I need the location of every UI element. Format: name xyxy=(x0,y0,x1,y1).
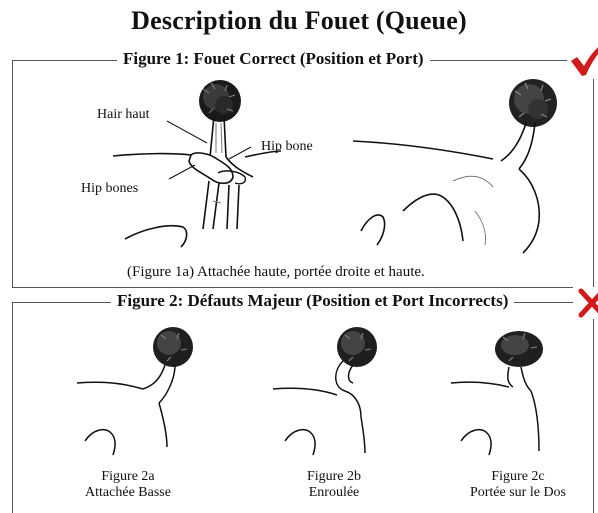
figure-2a-caption: Figure 2a Attachée Basse xyxy=(53,469,203,501)
figure-2b-id: Figure 2b xyxy=(259,469,409,485)
figure-1-caption: (Figure 1a) Attachée haute, portée droit… xyxy=(121,264,431,281)
figure-2a-desc: Attachée Basse xyxy=(53,485,203,501)
figure-2b-desc: Enroulée xyxy=(259,485,409,501)
figure-2b-caption: Figure 2b Enroulée xyxy=(259,469,409,501)
figure-2c-illustration xyxy=(443,317,593,457)
figure-2c-desc: Portée sur le Dos xyxy=(443,485,593,501)
label-hair-haut: Hair haut xyxy=(97,107,149,123)
page-title: Description du Fouet (Queue) xyxy=(0,6,598,36)
cross-mark-icon xyxy=(573,287,598,319)
figure-1-frame: Figure 1: Fouet Correct (Position et Por… xyxy=(12,60,594,288)
figure-2c-caption: Figure 2c Portée sur le Dos xyxy=(443,469,593,501)
figure-2-title: Figure 2: Défauts Majeur (Position et Po… xyxy=(111,291,514,311)
figure-2-frame: Figure 2: Défauts Majeur (Position et Po… xyxy=(12,302,594,513)
figure-2b-illustration xyxy=(263,317,413,457)
correct-tail-carriage-illustration xyxy=(343,61,593,261)
tail-anatomy-illustration xyxy=(13,61,313,261)
figure-2c-id: Figure 2c xyxy=(443,469,593,485)
tail-pompom xyxy=(199,80,241,122)
label-hip-bone: Hip bone xyxy=(261,139,313,155)
label-hip-bones: Hip bones xyxy=(81,181,138,197)
figure-2a-illustration xyxy=(63,317,213,457)
figure-2a-id: Figure 2a xyxy=(53,469,203,485)
tail-pompom xyxy=(509,79,557,127)
